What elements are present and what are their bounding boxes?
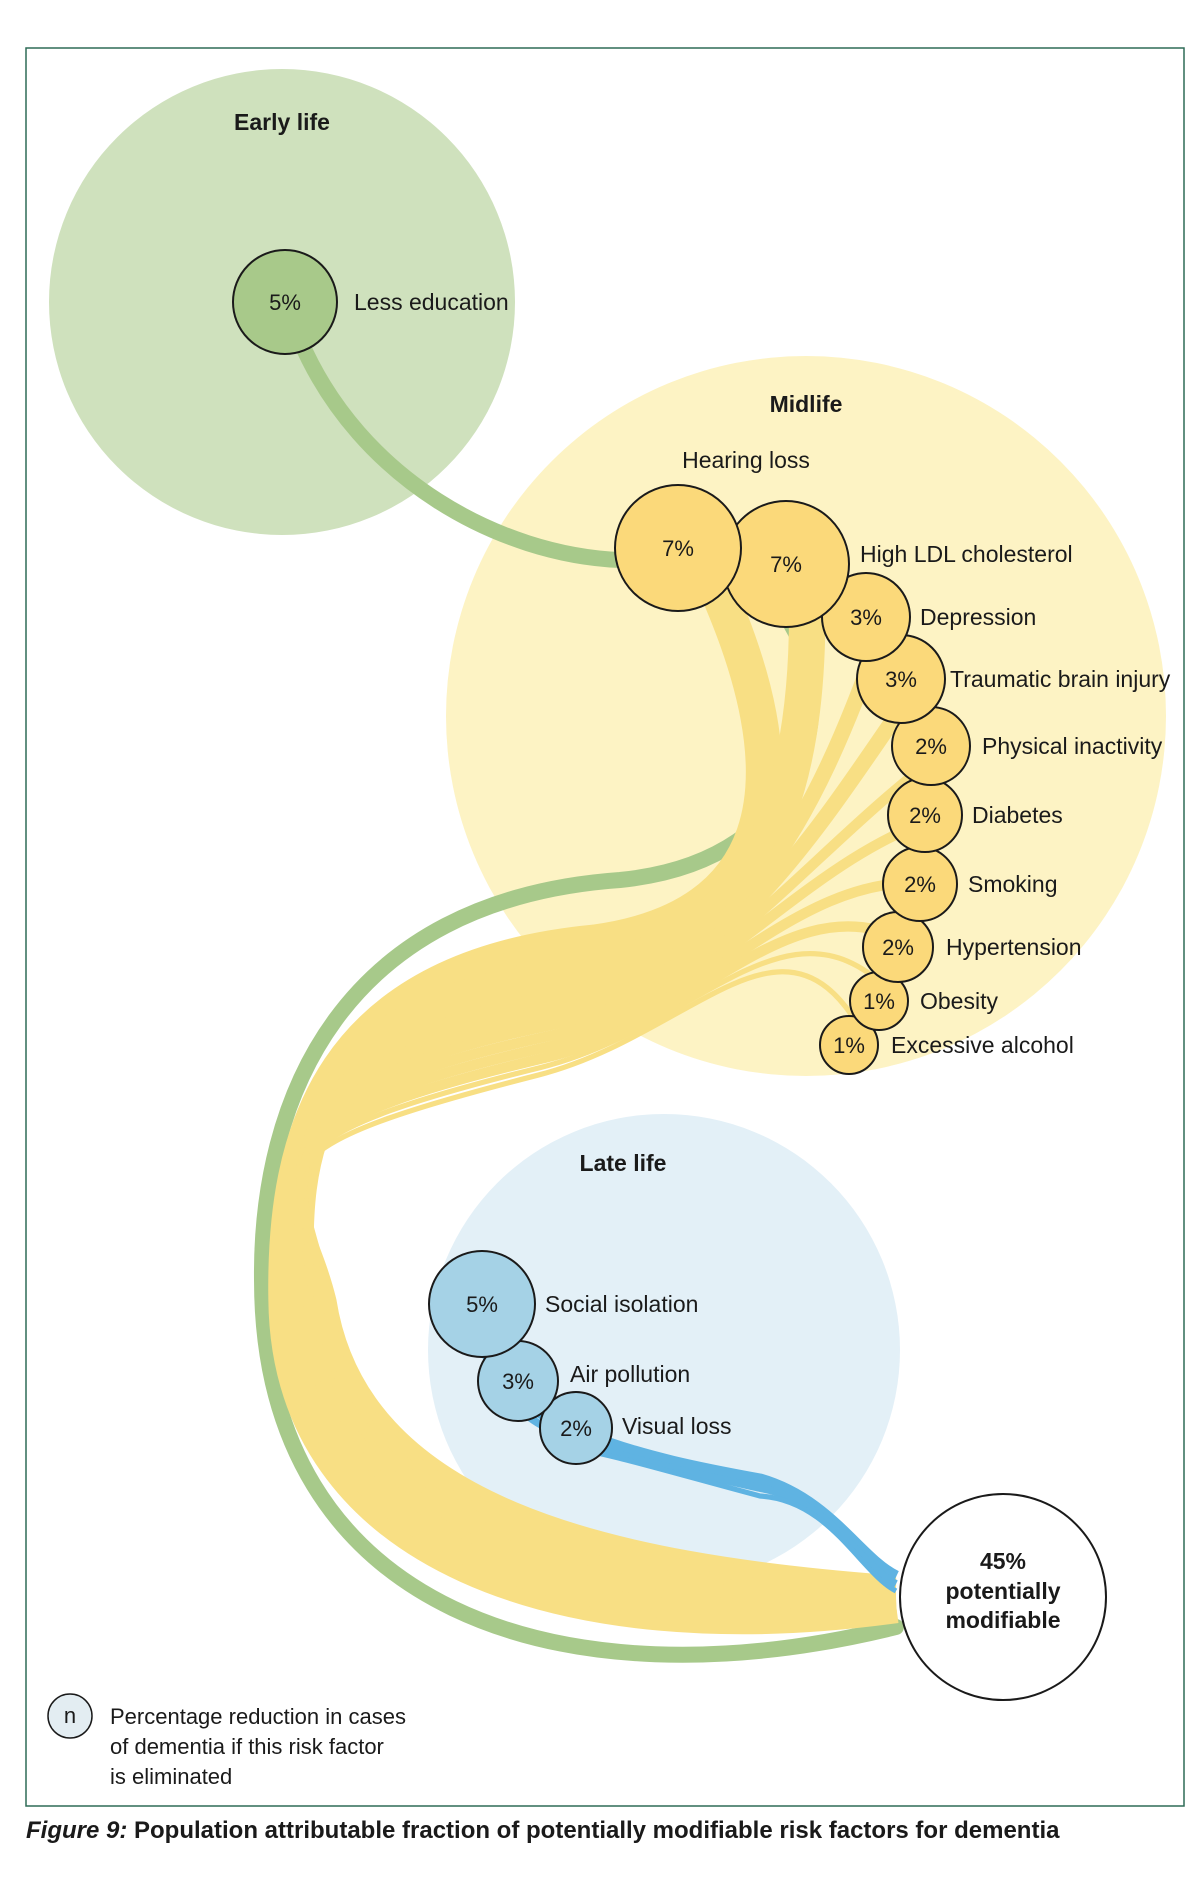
legend-symbol-circle xyxy=(47,1693,93,1739)
total-percent: 45% xyxy=(980,1548,1026,1574)
factor-label-social-isolation: Social isolation xyxy=(545,1291,698,1317)
factor-percent-smoking: 2% xyxy=(904,872,936,897)
caption-text: Population attributable fraction of pote… xyxy=(127,1817,1060,1844)
factor-node-less-education xyxy=(232,249,338,355)
factor-percent-obesity: 1% xyxy=(863,989,895,1014)
factor-percent-air-pollution: 3% xyxy=(502,1369,534,1394)
factor-label-physical-inactivity: Physical inactivity xyxy=(982,733,1163,759)
midlife-title: Midlife xyxy=(770,391,843,417)
factor-social-isolation: 5% Social isolation xyxy=(428,1250,698,1358)
total-node: 45% potentially modifiable xyxy=(899,1493,1107,1701)
factor-hypertension: 2% Hypertension xyxy=(862,911,1082,983)
factor-label-hypertension: Hypertension xyxy=(946,934,1082,960)
factor-percent-hypertension: 2% xyxy=(882,935,914,960)
legend-line-3: is eliminated xyxy=(110,1764,232,1789)
figure-label: Figure 9: xyxy=(26,1817,128,1844)
factor-label-visual-loss: Visual loss xyxy=(622,1413,732,1439)
flow-streams xyxy=(253,332,955,1663)
stream-visual-loss xyxy=(575,1447,898,1594)
early-life-title: Early life xyxy=(234,109,330,135)
total-line-3: modifiable xyxy=(945,1607,1060,1633)
factor-node-social-isolation xyxy=(428,1250,536,1358)
factor-percent-visual-loss: 2% xyxy=(560,1416,592,1441)
stream-less-education xyxy=(253,332,904,1663)
factor-diabetes: 2% Diabetes xyxy=(887,777,1063,853)
legend: n Percentage reduction in cases of demen… xyxy=(47,1693,406,1789)
factor-percent-high-ldl-cholesterol: 7% xyxy=(770,552,802,577)
factor-node-visual-loss xyxy=(539,1391,613,1465)
factor-obesity: 1% Obesity xyxy=(849,971,998,1031)
factor-air-pollution: 3% Air pollution xyxy=(477,1340,690,1422)
factor-less-education: 5% Less education xyxy=(232,249,509,355)
factor-percent-physical-inactivity: 2% xyxy=(915,734,947,759)
factor-visual-loss: 2% Visual loss xyxy=(539,1391,732,1465)
factor-percent-less-education: 5% xyxy=(269,290,301,315)
factor-label-depression: Depression xyxy=(920,604,1036,630)
factor-label-hearing-loss: Hearing loss xyxy=(682,447,810,473)
risk-factor-nodes: 5% Less education 2% Visual loss 3% Air pollu… xyxy=(232,249,1171,1465)
factor-percent-hearing-loss: 7% xyxy=(662,536,694,561)
factor-label-air-pollution: Air pollution xyxy=(570,1361,690,1387)
factor-label-diabetes: Diabetes xyxy=(972,802,1063,828)
factor-node-depression xyxy=(821,572,911,662)
factor-smoking: 2% Smoking xyxy=(882,846,1057,922)
factor-label-less-education: Less education xyxy=(354,289,509,315)
factor-hearing-loss: 7% Hearing loss xyxy=(614,447,810,612)
factor-percent-social-isolation: 5% xyxy=(466,1292,498,1317)
factor-node-hearing-loss xyxy=(614,484,742,612)
factor-label-excessive-alcohol: Excessive alcohol xyxy=(891,1032,1074,1058)
late-life-region xyxy=(428,1114,900,1586)
factor-percent-diabetes: 2% xyxy=(909,803,941,828)
factor-percent-traumatic-brain-injury: 3% xyxy=(885,667,917,692)
legend-symbol: n xyxy=(64,1703,76,1728)
factor-depression: 3% Depression xyxy=(821,572,1036,662)
stream-excessive-alcohol xyxy=(296,969,897,1581)
legend-line-2: of dementia if this risk factor xyxy=(110,1734,384,1759)
factor-label-high-ldl-cholesterol: High LDL cholesterol xyxy=(860,541,1073,567)
total-line-2: potentially xyxy=(945,1578,1060,1604)
factor-high-ldl-cholesterol: 7% High LDL cholesterol xyxy=(722,500,1073,628)
factor-excessive-alcohol: 1% Excessive alcohol xyxy=(819,1015,1074,1075)
factor-label-traumatic-brain-injury: Traumatic brain injury xyxy=(950,666,1171,692)
factor-node-excessive-alcohol xyxy=(819,1015,879,1075)
factor-label-obesity: Obesity xyxy=(920,988,998,1014)
factor-label-smoking: Smoking xyxy=(968,871,1057,897)
figure-caption: Figure 9: Population attributable fracti… xyxy=(26,1817,1186,1845)
legend-line-1: Percentage reduction in cases xyxy=(110,1704,406,1729)
factor-percent-excessive-alcohol: 1% xyxy=(833,1033,865,1058)
late-life-title: Late life xyxy=(580,1150,667,1176)
factor-physical-inactivity: 2% Physical inactivity xyxy=(891,706,1163,786)
factor-percent-depression: 3% xyxy=(850,605,882,630)
